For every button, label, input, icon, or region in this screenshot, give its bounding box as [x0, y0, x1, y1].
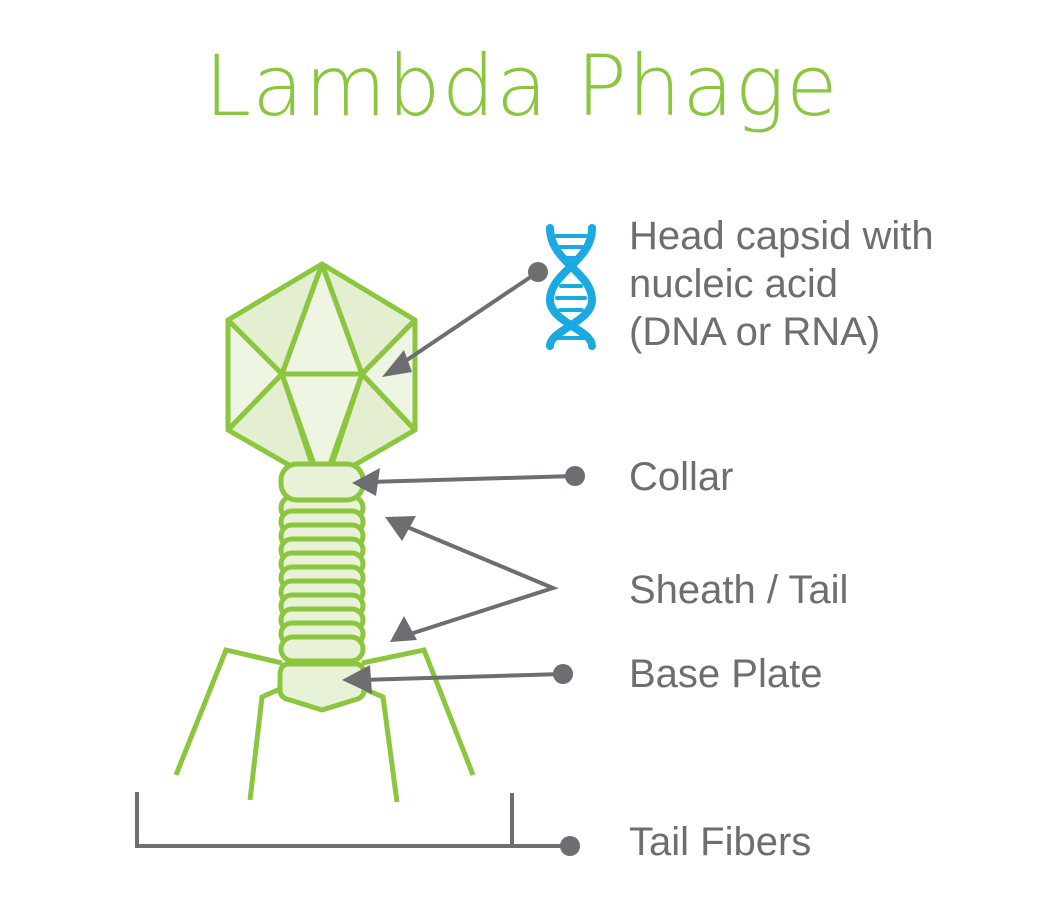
pointer-dots: [528, 262, 585, 856]
label-sheath-tail: Sheath / Tail: [629, 568, 849, 612]
label-head-line2: nucleic acid: [629, 262, 839, 306]
dna-helix-icon: [545, 224, 597, 350]
head-capsid: [225, 261, 418, 487]
arrowheads: [342, 350, 417, 694]
base-plate: [277, 661, 367, 713]
label-head-line3: (DNA or RNA): [629, 310, 881, 354]
label-tail-fibers: Tail Fibers: [629, 820, 812, 864]
label-collar: Collar: [629, 455, 734, 499]
pointer-lines: [135, 270, 576, 848]
collar: [278, 461, 366, 503]
sheath-tail: [278, 493, 366, 664]
page-title: Lambda Phage: [204, 37, 839, 135]
label-head-line1: Head capsid with: [629, 214, 934, 258]
label-head-capsid: Head capsid with nucleic acid (DNA or RN…: [629, 212, 989, 356]
label-base-plate: Base Plate: [629, 652, 823, 696]
